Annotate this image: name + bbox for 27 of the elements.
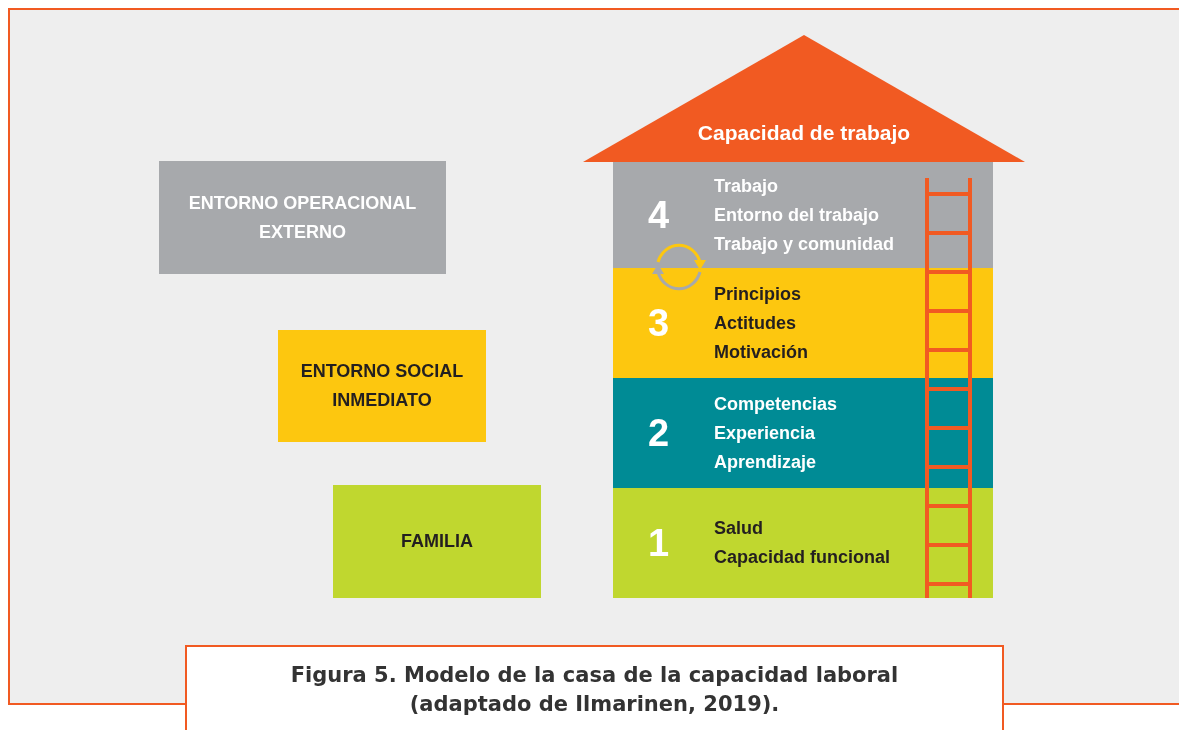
factor-label: Trabajo bbox=[714, 174, 780, 198]
environment-label: ENTORNO SOCIAL INMEDIATO bbox=[299, 360, 465, 412]
factor-label: Actitudes bbox=[714, 311, 797, 335]
house-floor bbox=[613, 488, 993, 598]
environment-label: FAMILIA bbox=[401, 530, 473, 553]
floor-number: 2 bbox=[648, 410, 670, 456]
factor-label: Experiencia bbox=[714, 421, 817, 445]
factor-label: Aprendizaje bbox=[714, 450, 818, 474]
factor-label: Motivación bbox=[714, 340, 808, 364]
house-floor bbox=[613, 378, 993, 488]
factor-label: Competencias bbox=[714, 392, 838, 416]
factor-label: Salud bbox=[714, 517, 764, 540]
floor-number: 4 bbox=[648, 192, 670, 238]
factor-label: Entorno del trabajo bbox=[714, 203, 880, 227]
house-floor bbox=[613, 268, 993, 378]
environment-box bbox=[278, 330, 486, 442]
environment-label: ENTORNO OPERACIONAL EXTERNO bbox=[187, 191, 418, 244]
house-floor bbox=[613, 162, 993, 268]
roof-label: Capacidad de trabajo bbox=[696, 120, 912, 146]
figure-caption: Figura 5. Modelo de la casa de la capacidad laboral (adaptado de Ilmarinen, 2019). bbox=[289, 662, 900, 718]
factor-label: Trabajo y comunidad bbox=[714, 232, 895, 256]
floor-number: 3 bbox=[648, 300, 670, 346]
factor-label: Capacidad funcional bbox=[714, 546, 891, 569]
factor-label: Principios bbox=[714, 282, 803, 306]
environment-box bbox=[333, 485, 541, 598]
floor-number: 1 bbox=[648, 520, 670, 566]
environment-box bbox=[159, 161, 446, 274]
